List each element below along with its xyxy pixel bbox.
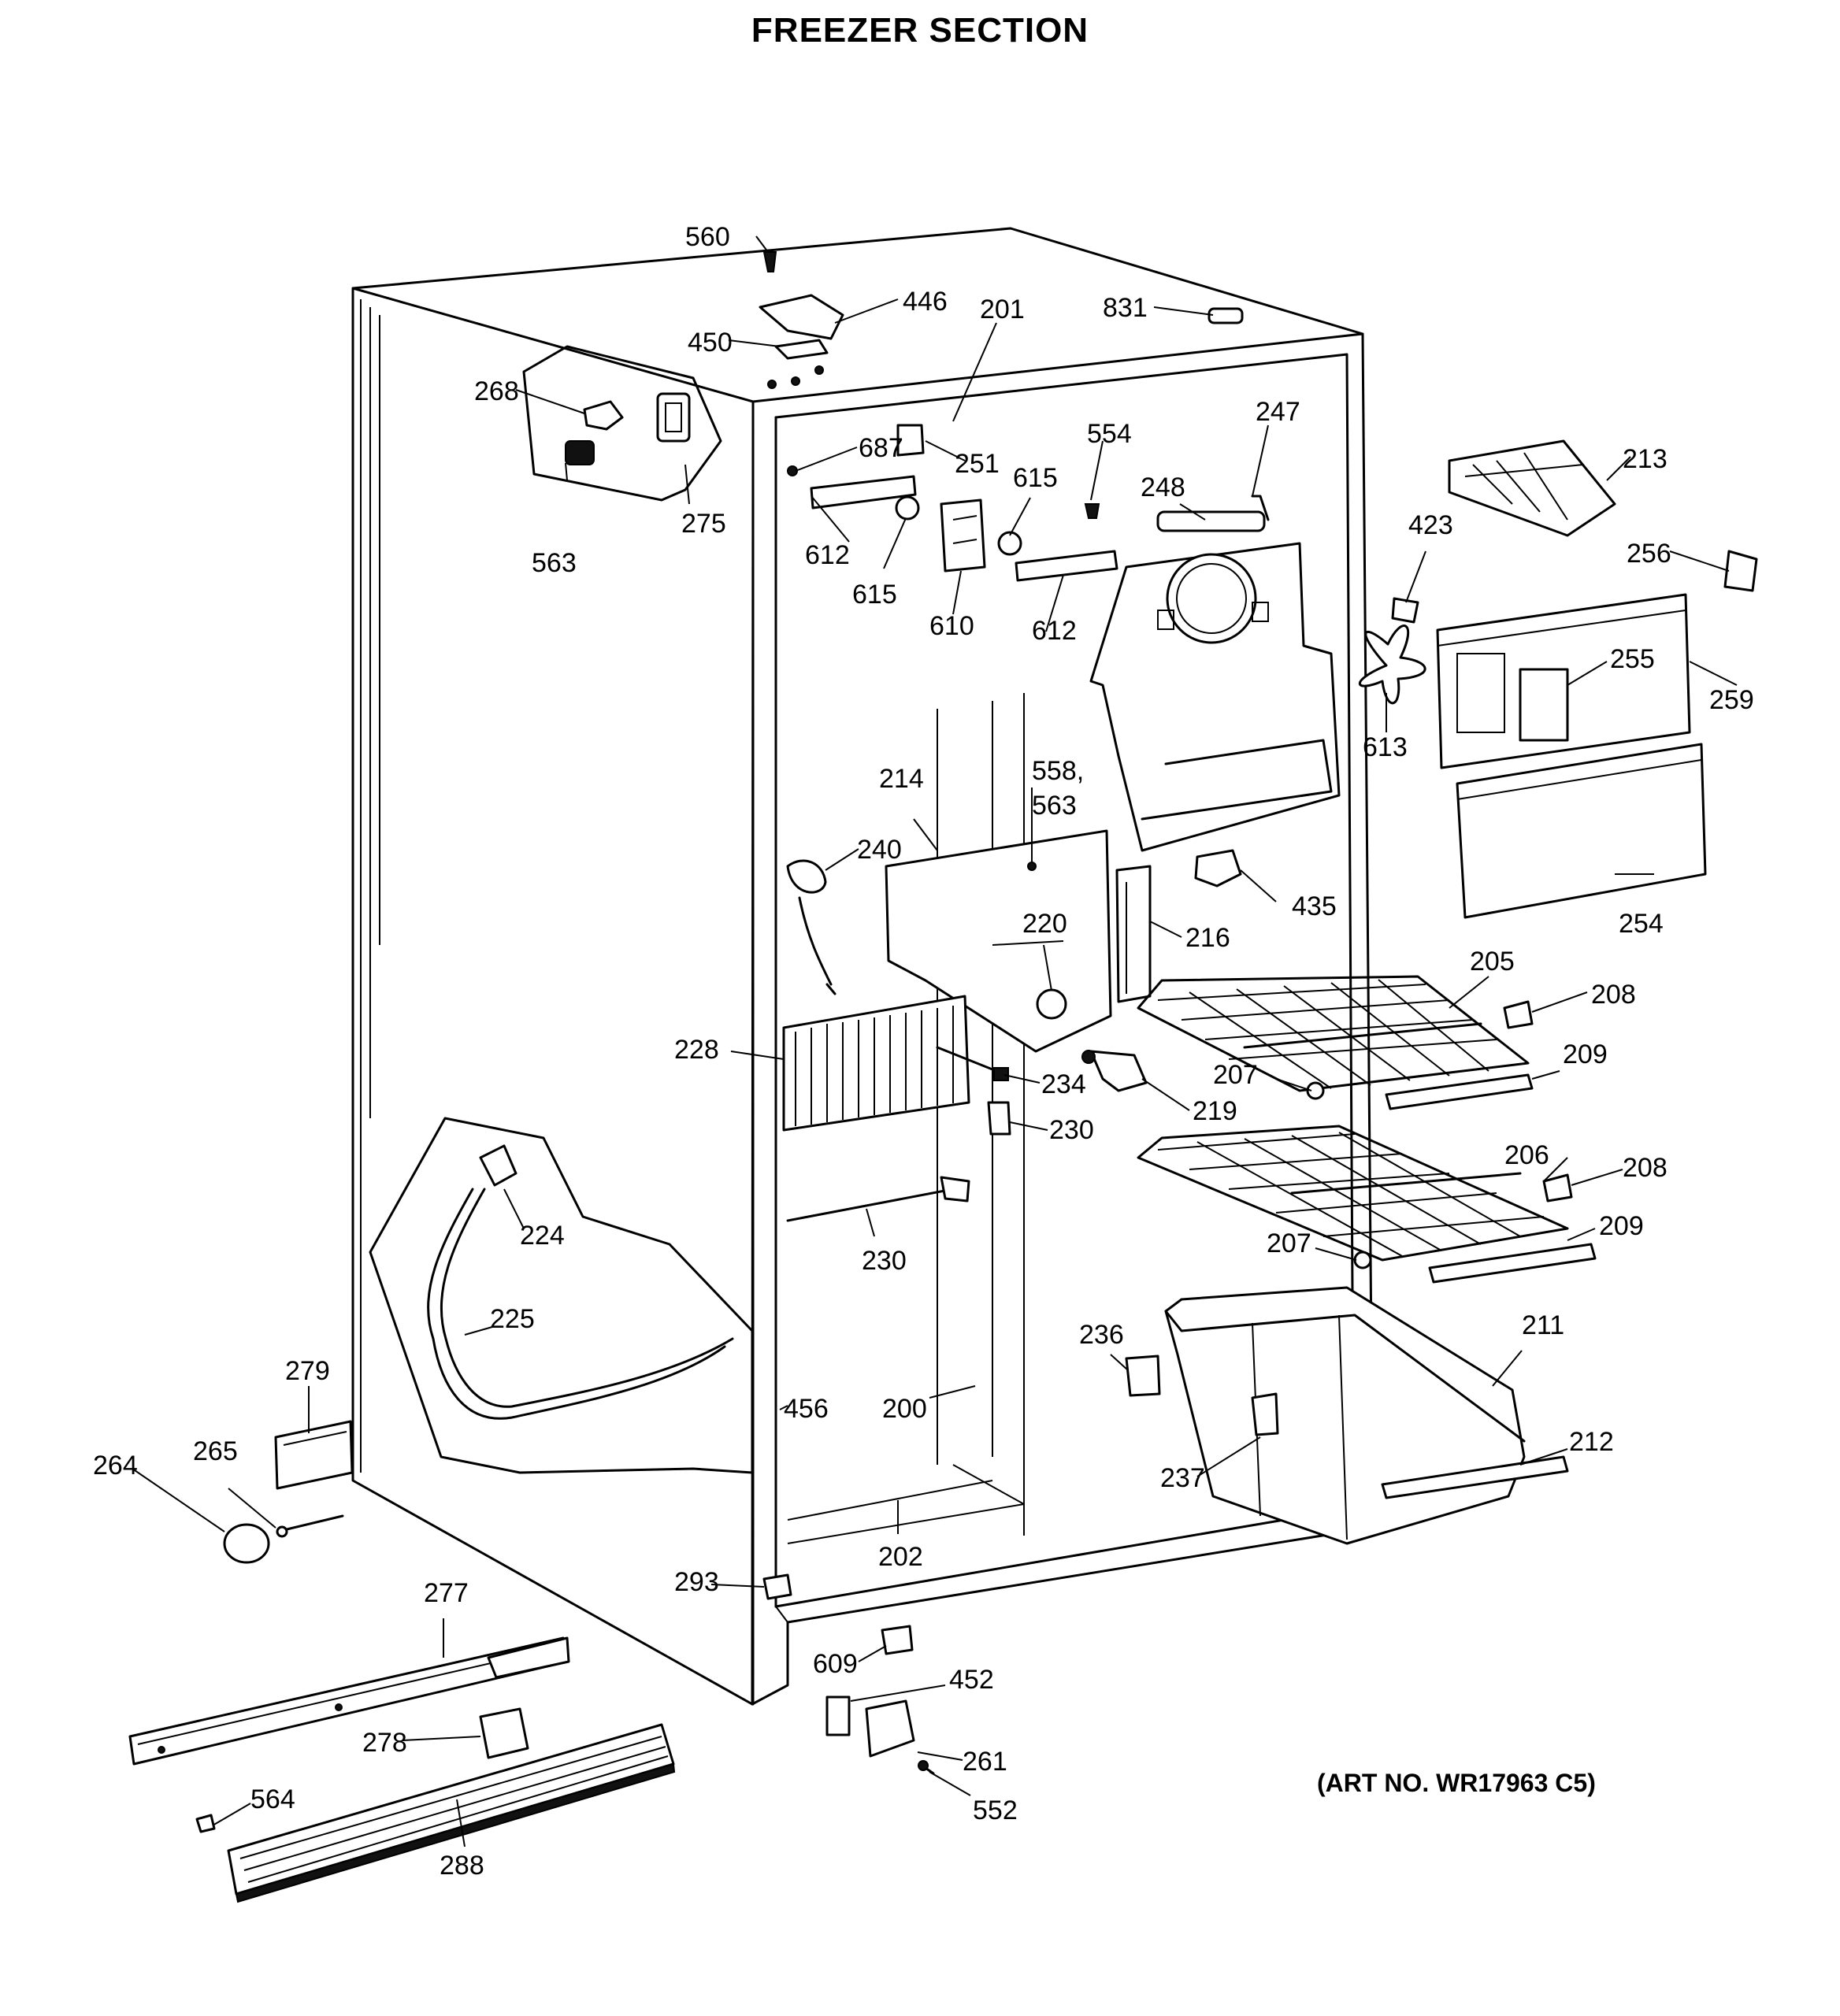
label-207-top: 207 xyxy=(1213,1060,1258,1090)
fan-shroud xyxy=(1089,495,1341,852)
defrost-thermostat xyxy=(1081,1050,1148,1092)
basket-support xyxy=(1125,1354,1161,1397)
label-615-bottom: 615 xyxy=(852,580,897,610)
heater-cord xyxy=(786,859,837,995)
label-264: 264 xyxy=(93,1451,138,1480)
label-237: 237 xyxy=(1160,1463,1205,1493)
label-278: 278 xyxy=(362,1728,407,1758)
label-208-bottom: 208 xyxy=(1623,1153,1668,1183)
label-277: 277 xyxy=(424,1578,469,1608)
label-552: 552 xyxy=(973,1796,1018,1825)
label-268: 268 xyxy=(474,376,519,406)
label-687: 687 xyxy=(859,433,903,463)
label-275: 275 xyxy=(681,509,726,539)
label-615-top: 615 xyxy=(1013,463,1058,493)
label-234: 234 xyxy=(1041,1069,1086,1099)
label-212: 212 xyxy=(1569,1427,1614,1457)
label-224: 224 xyxy=(520,1221,565,1251)
evaporator-coil xyxy=(782,995,1009,1132)
label-248: 248 xyxy=(1141,472,1185,502)
label-564: 564 xyxy=(250,1784,295,1814)
label-288: 288 xyxy=(440,1851,484,1881)
label-247: 247 xyxy=(1256,397,1300,427)
control-box xyxy=(522,345,722,502)
label-209-top: 209 xyxy=(1563,1040,1608,1069)
label-230-bottom: 230 xyxy=(862,1246,907,1276)
label-831: 831 xyxy=(1103,293,1148,323)
leader-lines xyxy=(132,235,1738,1847)
control-parts xyxy=(787,424,1118,582)
label-211: 211 xyxy=(1522,1310,1564,1340)
ice-bin-cover xyxy=(1436,593,1707,919)
screw-564 xyxy=(195,1814,216,1833)
art-number: (ART NO. WR17963 C5) xyxy=(1317,1769,1596,1797)
wire-shelf-upper xyxy=(1137,975,1534,1110)
label-293: 293 xyxy=(674,1567,719,1597)
label-206: 206 xyxy=(1504,1140,1549,1170)
label-256: 256 xyxy=(1627,539,1671,569)
label-225: 225 xyxy=(490,1304,535,1334)
label-613: 613 xyxy=(1363,732,1408,762)
drain-channel xyxy=(1115,865,1152,1003)
label-208-top: 208 xyxy=(1591,980,1636,1010)
label-560: 560 xyxy=(685,222,730,252)
label-214: 214 xyxy=(879,764,924,794)
label-202: 202 xyxy=(878,1542,923,1572)
top-hinge xyxy=(759,251,1244,360)
label-265: 265 xyxy=(193,1436,238,1466)
wire-shelf-lower xyxy=(1137,1125,1597,1284)
label-612-left: 612 xyxy=(805,540,850,570)
label-236: 236 xyxy=(1079,1320,1124,1350)
light-socket xyxy=(1194,849,1242,888)
label-251: 251 xyxy=(955,449,1000,479)
label-254: 254 xyxy=(1619,909,1664,939)
label-612-right: 612 xyxy=(1032,616,1077,646)
label-205: 205 xyxy=(1470,947,1515,976)
label-446: 446 xyxy=(903,287,948,317)
part-labels: 560 446 201 831 450 268 687 251 554 247 … xyxy=(93,222,1754,1881)
fan-blade xyxy=(1359,597,1426,705)
lower-hinge-parts xyxy=(825,1625,935,1775)
label-452: 452 xyxy=(949,1665,994,1695)
label-558: 558, xyxy=(1032,756,1084,786)
label-563-top: 563 xyxy=(532,548,577,578)
bracket-230-small xyxy=(987,1101,1011,1136)
label-259: 259 xyxy=(1709,685,1754,715)
label-219: 219 xyxy=(1193,1096,1237,1126)
drain-tube-panel xyxy=(369,1117,754,1474)
label-279: 279 xyxy=(285,1356,330,1386)
label-261: 261 xyxy=(963,1747,1007,1777)
label-213: 213 xyxy=(1623,444,1668,474)
page-title: FREEZER SECTION xyxy=(751,11,1089,50)
label-240: 240 xyxy=(857,835,902,865)
label-435: 435 xyxy=(1292,891,1337,921)
label-209-bottom: 209 xyxy=(1599,1211,1644,1241)
grille-bracket xyxy=(128,1636,570,1766)
label-423: 423 xyxy=(1408,510,1453,540)
label-450: 450 xyxy=(688,328,733,358)
label-200: 200 xyxy=(882,1394,927,1424)
ice-tray xyxy=(1448,439,1758,592)
defrost-rod xyxy=(786,1176,970,1222)
label-554: 554 xyxy=(1087,419,1132,449)
toe-grille xyxy=(227,1723,676,1903)
label-230-top: 230 xyxy=(1049,1115,1094,1145)
evaporator-cover xyxy=(885,829,1112,1053)
label-456: 456 xyxy=(784,1394,829,1424)
grille-clip xyxy=(479,1707,529,1759)
label-255: 255 xyxy=(1610,644,1655,674)
label-563-mid: 563 xyxy=(1032,791,1077,821)
freezer-basket xyxy=(1164,1286,1569,1545)
label-609: 609 xyxy=(813,1649,858,1679)
label-220: 220 xyxy=(1022,909,1067,939)
label-228: 228 xyxy=(674,1035,719,1065)
hinge-pin-293 xyxy=(762,1573,792,1600)
label-610: 610 xyxy=(929,611,974,641)
leveling-parts xyxy=(223,1420,354,1564)
label-207-bottom: 207 xyxy=(1267,1228,1311,1258)
label-201: 201 xyxy=(980,295,1025,324)
label-216: 216 xyxy=(1185,923,1230,953)
